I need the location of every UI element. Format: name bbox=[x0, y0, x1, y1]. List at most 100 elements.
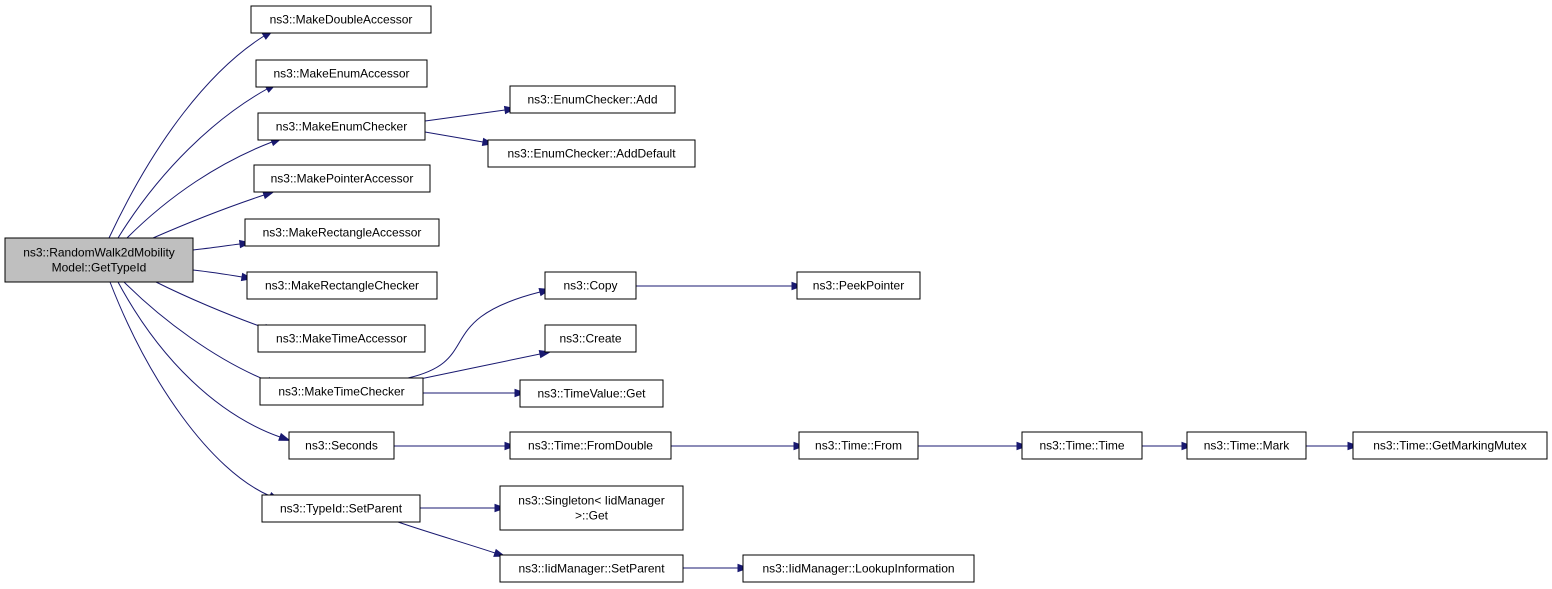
node-iid-manager-set-parent[interactable]: ns3::IidManager::SetParent bbox=[499, 554, 684, 583]
arrowhead bbox=[278, 432, 291, 441]
arrowhead bbox=[262, 191, 275, 200]
node-box bbox=[253, 164, 431, 193]
node-label: ns3::Singleton< IidManager bbox=[518, 494, 664, 508]
node-label: ns3::MakeRectangleAccessor bbox=[263, 226, 422, 240]
node-label: ns3::TimeValue::Get bbox=[537, 387, 646, 401]
node-time-from-double[interactable]: ns3::Time::FromDouble bbox=[509, 431, 672, 460]
edge-line bbox=[424, 109, 506, 122]
node-box bbox=[509, 85, 676, 114]
edge-time-from-to-time-time bbox=[917, 441, 1029, 451]
node-label: ns3::MakeDoubleAccessor bbox=[270, 13, 413, 27]
node-label: ns3::MakeTimeChecker bbox=[278, 385, 404, 399]
edge-line bbox=[419, 353, 541, 380]
node-box bbox=[255, 59, 428, 88]
node-box bbox=[798, 431, 919, 460]
edge-make-enum-checker-to-enum-checker-add-default bbox=[424, 131, 495, 147]
node-label: ns3::Time::Mark bbox=[1204, 439, 1291, 453]
node-make-pointer-accessor[interactable]: ns3::MakePointerAccessor bbox=[253, 164, 431, 193]
node-seconds[interactable]: ns3::Seconds bbox=[288, 431, 395, 460]
edge-root-to-seconds bbox=[117, 281, 291, 441]
node-time-from[interactable]: ns3::Time::From bbox=[798, 431, 919, 460]
node-label: ns3::IidManager::LookupInformation bbox=[762, 562, 954, 576]
node-label: >::Get bbox=[575, 509, 609, 523]
edge-time-mark-to-time-get-marking-mutex bbox=[1305, 441, 1360, 451]
node-time-time[interactable]: ns3::Time::Time bbox=[1021, 431, 1143, 460]
node-label: ns3::MakeRectangleChecker bbox=[265, 279, 419, 293]
node-label: ns3::EnumChecker::AddDefault bbox=[507, 147, 676, 161]
node-time-value-get[interactable]: ns3::TimeValue::Get bbox=[519, 379, 664, 408]
node-box bbox=[1352, 431, 1548, 460]
node-enum-checker-add-default[interactable]: ns3::EnumChecker::AddDefault bbox=[487, 139, 696, 168]
edge-line bbox=[126, 141, 273, 239]
node-enum-checker-add[interactable]: ns3::EnumChecker::Add bbox=[509, 85, 676, 114]
node-make-rectangle-accessor[interactable]: ns3::MakeRectangleAccessor bbox=[244, 218, 440, 247]
edge-type-id-set-parent-to-singleton-get bbox=[420, 503, 507, 513]
node-box bbox=[244, 218, 440, 247]
node-make-enum-accessor[interactable]: ns3::MakeEnumAccessor bbox=[255, 59, 428, 88]
nodes-layer: ns3::RandomWalk2dMobilityModel::GetTypeI… bbox=[4, 5, 1548, 583]
node-label: ns3::Time::Time bbox=[1039, 439, 1124, 453]
node-label: ns3::MakeEnumAccessor bbox=[273, 67, 409, 81]
node-singleton-get[interactable]: ns3::Singleton< IidManager>::Get bbox=[499, 485, 684, 531]
edge-line bbox=[123, 281, 269, 382]
node-box bbox=[509, 431, 672, 460]
node-box bbox=[742, 554, 975, 583]
edge-line bbox=[424, 131, 484, 143]
edge-type-id-set-parent-to-iid-manager-set-parent bbox=[397, 521, 506, 557]
edge-seconds-to-time-from-double bbox=[393, 441, 517, 451]
node-box bbox=[257, 324, 426, 353]
node-box bbox=[1186, 431, 1307, 460]
edge-line bbox=[192, 269, 243, 278]
node-label: ns3::PeekPointer bbox=[813, 279, 904, 293]
edge-line bbox=[192, 243, 241, 251]
edge-line bbox=[152, 194, 265, 239]
node-box bbox=[4, 237, 194, 283]
edges-layer bbox=[108, 29, 1360, 573]
node-make-enum-checker[interactable]: ns3::MakeEnumChecker bbox=[257, 112, 426, 141]
edge-line bbox=[117, 88, 268, 239]
node-time-mark[interactable]: ns3::Time::Mark bbox=[1186, 431, 1307, 460]
edge-make-time-checker-to-time-value-get bbox=[423, 388, 527, 398]
node-label: ns3::Create bbox=[559, 332, 621, 346]
node-label: ns3::TypeId::SetParent bbox=[280, 502, 403, 516]
node-label: Model::GetTypeId bbox=[52, 261, 147, 275]
node-label: ns3::EnumChecker::Add bbox=[527, 93, 657, 107]
edge-make-time-checker-to-create bbox=[419, 349, 552, 380]
node-make-time-checker[interactable]: ns3::MakeTimeChecker bbox=[259, 377, 424, 406]
edge-time-time-to-time-mark bbox=[1141, 441, 1194, 451]
node-make-rectangle-checker[interactable]: ns3::MakeRectangleChecker bbox=[246, 271, 438, 300]
node-box bbox=[499, 554, 684, 583]
node-create[interactable]: ns3::Create bbox=[544, 324, 637, 353]
edge-iid-manager-set-parent-to-iid-manager-lookup-information bbox=[683, 563, 750, 573]
node-box bbox=[257, 112, 426, 141]
node-box bbox=[246, 271, 438, 300]
edge-make-time-checker-to-copy bbox=[407, 288, 552, 379]
node-make-time-accessor[interactable]: ns3::MakeTimeAccessor bbox=[257, 324, 426, 353]
edge-line bbox=[117, 281, 281, 438]
node-iid-manager-lookup-information[interactable]: ns3::IidManager::LookupInformation bbox=[742, 554, 975, 583]
node-time-get-marking-mutex[interactable]: ns3::Time::GetMarkingMutex bbox=[1352, 431, 1548, 460]
edge-copy-to-peek-pointer bbox=[635, 281, 804, 291]
node-label: ns3::Time::GetMarkingMutex bbox=[1373, 439, 1527, 453]
node-box bbox=[519, 379, 664, 408]
node-box bbox=[544, 271, 637, 300]
node-label: ns3::Seconds bbox=[305, 439, 378, 453]
node-root: ns3::RandomWalk2dMobilityModel::GetTypeI… bbox=[4, 237, 194, 283]
node-type-id-set-parent[interactable]: ns3::TypeId::SetParent bbox=[261, 494, 421, 523]
node-label: ns3::Time::From bbox=[815, 439, 902, 453]
node-label: ns3::MakePointerAccessor bbox=[271, 172, 414, 186]
node-label: ns3::RandomWalk2dMobility bbox=[23, 246, 175, 260]
node-make-double-accessor[interactable]: ns3::MakeDoubleAccessor bbox=[250, 5, 432, 34]
node-peek-pointer[interactable]: ns3::PeekPointer bbox=[796, 271, 921, 300]
node-box bbox=[499, 485, 684, 531]
node-label: ns3::MakeEnumChecker bbox=[276, 120, 407, 134]
edge-line bbox=[109, 281, 271, 497]
node-box bbox=[250, 5, 432, 34]
edge-root-to-make-enum-accessor bbox=[117, 83, 278, 239]
node-box bbox=[487, 139, 696, 168]
node-label: ns3::Copy bbox=[563, 279, 617, 293]
node-label: ns3::Time::FromDouble bbox=[528, 439, 653, 453]
node-copy[interactable]: ns3::Copy bbox=[544, 271, 637, 300]
edge-line bbox=[108, 35, 265, 239]
